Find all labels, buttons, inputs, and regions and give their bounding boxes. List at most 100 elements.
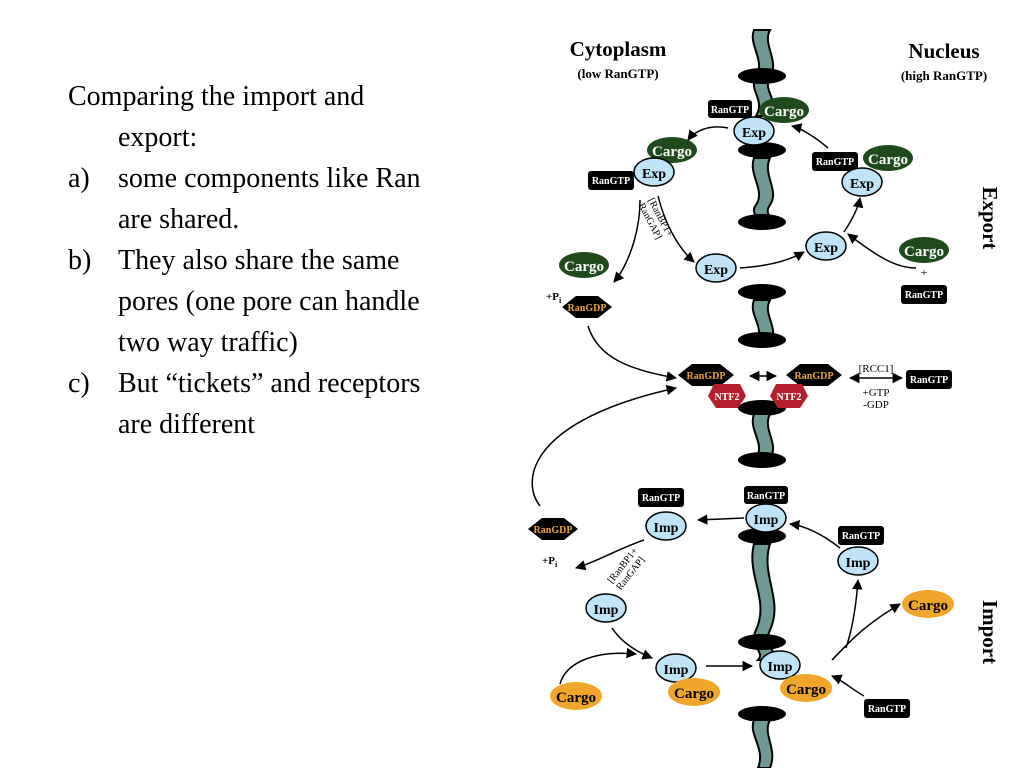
- rangtp-tag: [901, 285, 947, 304]
- exp-label: Exp: [814, 241, 838, 256]
- ntf2-label: NTF2: [715, 392, 740, 403]
- rangtp-tag: [638, 488, 684, 507]
- cytoplasm-title: Cytoplasm: [570, 37, 667, 61]
- rangtp-tag: [864, 699, 910, 718]
- export-arrows: [587, 123, 917, 382]
- rangdp-shape: [528, 518, 578, 540]
- import-cargo: [668, 678, 720, 706]
- rcc1-label: [RCC1]: [859, 363, 894, 375]
- arrow: [847, 233, 917, 269]
- pore-ring: [738, 400, 786, 416]
- arrow: [843, 196, 864, 233]
- list-text-a: some components like Ran are shared.: [118, 163, 421, 235]
- imp-label: Imp: [654, 521, 679, 536]
- pore-ring: [738, 528, 786, 544]
- arrow: [587, 325, 678, 382]
- list-text-b: They also share the same pores (one pore…: [118, 245, 420, 358]
- arrow: [788, 519, 841, 549]
- arrow: [845, 578, 863, 649]
- rangtp-label: RanGTP: [816, 157, 854, 168]
- arrow: [831, 603, 901, 661]
- rangtp-tag: [906, 370, 952, 389]
- intro-text: Comparing the import and export:: [68, 81, 365, 153]
- phosphate-label: +Pi: [546, 291, 562, 305]
- exp-label: Exp: [642, 167, 666, 182]
- ntf2-shape: [770, 384, 808, 408]
- rangdp-label: RanGDP: [687, 371, 726, 382]
- export-complex-in-pore: RanGTP Cargo Exp: [708, 97, 809, 146]
- rangtp-label: RanGTP: [868, 704, 906, 715]
- pore-ring: [738, 634, 786, 650]
- rangtp-tag: [588, 171, 634, 190]
- ntf2-rangdp-complex-cytoplasm: RanGDP NTF2: [678, 364, 746, 408]
- rangtp-label: RanGTP: [592, 176, 630, 187]
- import-cargo: [780, 674, 832, 702]
- arrow: [574, 539, 645, 571]
- rangdp-shape: [678, 364, 734, 386]
- pore-ring: [738, 452, 786, 468]
- rangtp-tag: [838, 526, 884, 545]
- nuclear-export-cargo: Cargo + RanGTP: [899, 237, 949, 304]
- ntf2-shape: [708, 384, 746, 408]
- cargo-label: Cargo: [652, 144, 692, 160]
- arrow: [687, 126, 729, 141]
- pore-ring: [738, 68, 786, 84]
- rangtp-label: RanGTP: [905, 290, 943, 301]
- rangtp-label: RanGTP: [642, 493, 680, 504]
- exp-receptor: [633, 157, 675, 187]
- rangdp-shape: [562, 296, 612, 318]
- rangtp-label: RanGTP: [711, 105, 749, 116]
- rangdp-label: RanGDP: [534, 525, 573, 536]
- import-cargo: [902, 590, 954, 618]
- cargo-label: Cargo: [764, 104, 804, 120]
- rangdp-label: RanGDP: [568, 303, 607, 314]
- nucleus-title: Nucleus: [908, 39, 979, 63]
- import-arrows: [531, 384, 901, 697]
- rangtp-label: RanGTP: [910, 375, 948, 386]
- arrow: [559, 647, 638, 685]
- rangtp-label: RanGTP: [842, 531, 880, 542]
- rangtp-tag: [812, 152, 858, 171]
- list-marker-a: a): [68, 163, 90, 194]
- slide-text-block: Comparing the import and export: a) some…: [68, 76, 448, 445]
- list-item-c: c) But “tickets” and receptors are diffe…: [68, 363, 448, 445]
- imp-label: Imp: [664, 663, 689, 678]
- gdp-out-label: -GDP: [863, 399, 889, 411]
- rangtp-tag: [744, 486, 788, 504]
- imp-receptor: [759, 650, 801, 680]
- exp-label: Exp: [850, 177, 874, 192]
- ntf2-label: NTF2: [777, 392, 802, 403]
- imp-receptor: [645, 511, 687, 541]
- list-marker-b: b): [68, 245, 92, 276]
- export-cargo: [647, 137, 697, 163]
- gtp-in-label: +GTP: [863, 387, 890, 399]
- arrow: [790, 123, 829, 149]
- shuttle-arrows: [748, 370, 904, 384]
- exp-receptor: [695, 253, 737, 283]
- export-cargo: [559, 252, 609, 278]
- list-item-b: b) They also share the same pores (one p…: [68, 240, 448, 363]
- nuclear-pore-column: [738, 29, 786, 768]
- cargo-label: Cargo: [868, 152, 908, 168]
- pore-ring: [738, 284, 786, 300]
- nucleus-subtitle: (high RanGTP): [901, 68, 987, 83]
- list-item-a: a) some components like Ran are shared.: [68, 158, 448, 240]
- cargo-label: Cargo: [786, 682, 826, 698]
- export-complex-nucleus: Cargo RanGTP Exp: [812, 145, 913, 197]
- phosphate-label: +Pi: [542, 555, 558, 569]
- arrow: [613, 199, 641, 283]
- imp-label: Imp: [846, 556, 871, 571]
- cargo-label: Cargo: [556, 690, 596, 706]
- exp-label: Exp: [742, 126, 766, 141]
- cytoplasm-subtitle: (low RanGTP): [577, 66, 658, 81]
- arrow: [531, 384, 678, 507]
- imp-receptor: [837, 546, 879, 576]
- pore-channel: [751, 719, 774, 768]
- imp-label: Imp: [594, 603, 619, 618]
- export-cargo: [899, 237, 949, 263]
- export-cargo: [759, 97, 809, 123]
- arrow: [739, 251, 805, 269]
- cargo-label: Cargo: [908, 598, 948, 614]
- import-cargo: [550, 682, 602, 710]
